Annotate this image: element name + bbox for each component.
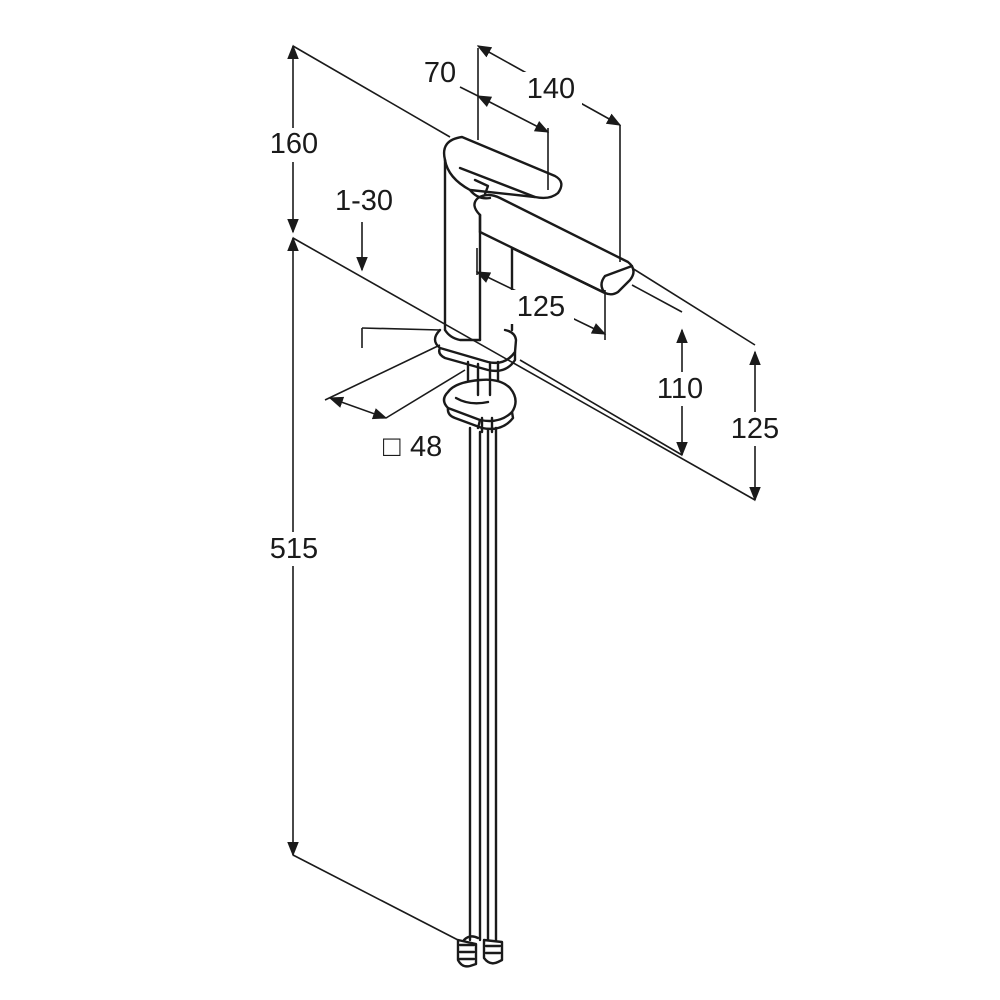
lever-handle bbox=[442, 135, 563, 200]
faucet-body bbox=[433, 135, 635, 968]
label-125-reach: 125 bbox=[517, 291, 565, 323]
label-square-glyph: □ bbox=[383, 431, 401, 463]
label-125-height: 125 bbox=[731, 413, 779, 445]
mounting-bracket bbox=[442, 360, 517, 431]
hose-fittings bbox=[456, 935, 504, 968]
label-110: 110 bbox=[657, 373, 703, 405]
label-515: 515 bbox=[270, 533, 318, 565]
label-70: 70 bbox=[424, 57, 456, 89]
supply-hose bbox=[468, 416, 498, 942]
label-1-30: 1-30 bbox=[335, 185, 393, 217]
dimension-lines bbox=[287, 44, 761, 941]
label-140: 140 bbox=[527, 73, 575, 105]
label-48: 48 bbox=[410, 431, 442, 463]
spout bbox=[473, 193, 635, 296]
dim-line-48 bbox=[328, 396, 388, 420]
base-escutcheon bbox=[433, 328, 518, 373]
label-160: 160 bbox=[270, 128, 318, 160]
dimension-labels: 160 70 140 1-30 125 110 125 □ 48 515 bbox=[262, 57, 788, 566]
